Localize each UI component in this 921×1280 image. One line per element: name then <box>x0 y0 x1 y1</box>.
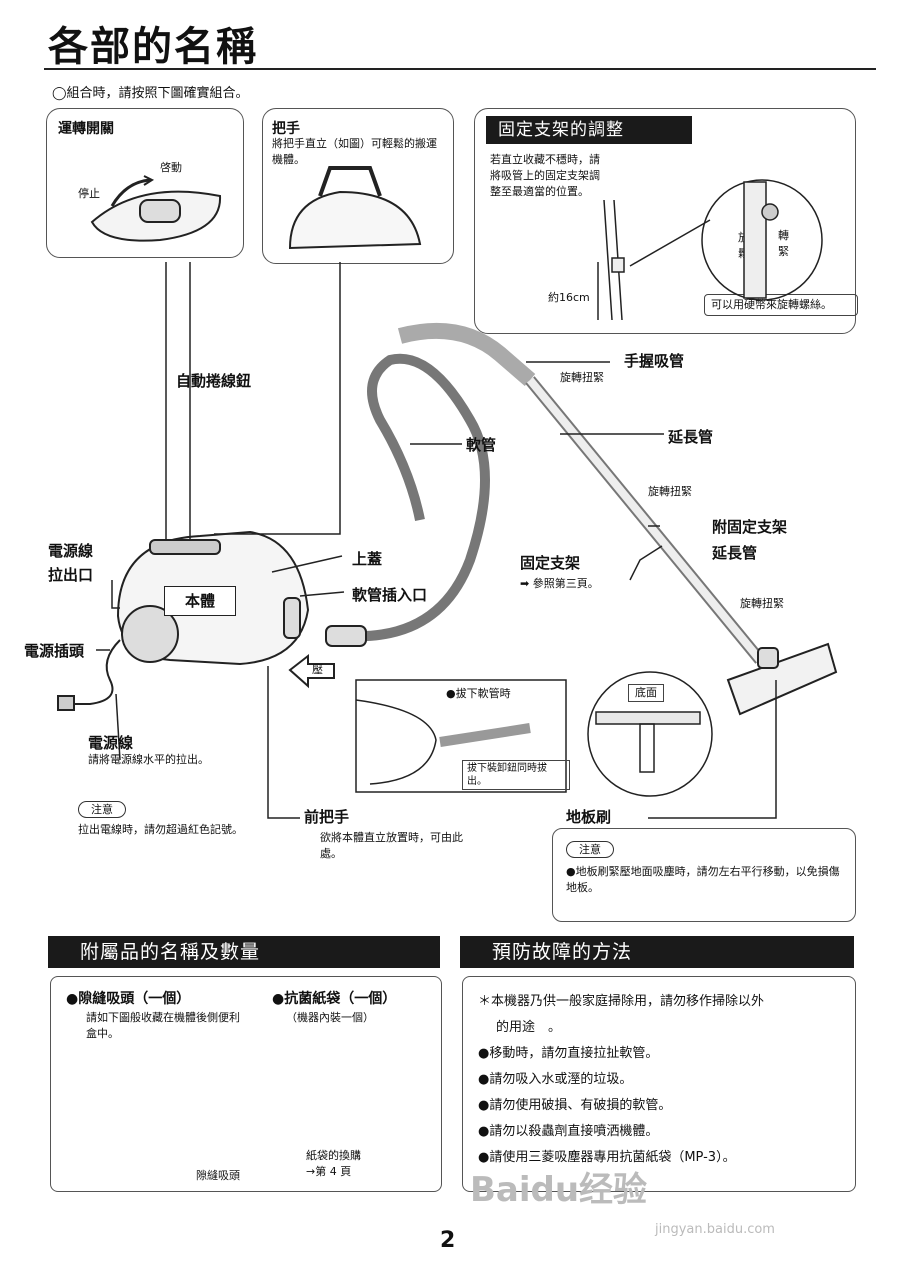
front-handle-hint: 欲將本體直立放置時，可由此處。 <box>320 831 463 860</box>
page-title: 各部的名稱 <box>48 24 258 70</box>
switch-box-title: 運轉開關 <box>58 121 114 137</box>
page-number: 2 <box>440 1228 456 1253</box>
prevention-item-6: ●請使用三菱吸塵器專用抗菌紙袋（MP-3）。 <box>478 1150 736 1165</box>
leader-lines <box>96 262 777 819</box>
baidu-watermark: Baidu经验 <box>470 1170 648 1210</box>
bracket-drawing <box>597 179 823 321</box>
remove-hose-hint: 拔下裝卸鈕同時拔出。 <box>462 760 570 790</box>
ext-bracket-label-2: 延長管 <box>712 544 758 562</box>
twist-label-2: 旋轉扭緊 <box>648 485 692 498</box>
bag-replace-2: →第 4 頁 <box>306 1165 352 1178</box>
brush-note-tag: 注意 <box>566 841 614 858</box>
cord-hint: 請將電源線水平的拉出。 <box>88 753 209 766</box>
twist-label-3: 旋轉扭緊 <box>740 597 784 610</box>
front-handle-label: 前把手 <box>304 808 350 826</box>
cord-note-text: 拉出電線時，請勿超過紅色記號。 <box>78 823 243 836</box>
grip-label: 手握吸管 <box>624 352 685 370</box>
remove-hose-inset <box>355 679 567 793</box>
cord-label: 電源線 <box>88 734 134 752</box>
plug-label: 電源插頭 <box>24 642 85 660</box>
switch-start-label: 啓動 <box>160 161 182 174</box>
switch-drawing <box>90 175 222 242</box>
cord-note-tag: 注意 <box>78 801 126 818</box>
bracket-tighten-label: 轉緊 <box>778 229 789 258</box>
cord-drawing <box>57 639 121 711</box>
cord-outlet-label-2: 拉出口 <box>48 566 94 584</box>
bracket-label: 固定支架 <box>520 554 581 572</box>
body-label: 本體 <box>164 586 236 616</box>
hose-label: 軟管 <box>466 436 497 454</box>
brush-note-box <box>552 828 856 922</box>
bag-title: ●抗菌紙袋（一個） <box>272 991 397 1007</box>
crevice-desc: 請如下圖般收藏在機體後側便利盒中。 <box>86 1011 240 1040</box>
prevention-item-1: 的用途 。 <box>496 1020 562 1035</box>
bracket-box-title: 固定支架的調整 <box>486 116 692 144</box>
switch-stop-label: 停止 <box>78 187 100 200</box>
bag-replace-1: 紙袋的換購 <box>306 1149 361 1162</box>
prevention-item-0: ＊本機器乃供一般家庭掃除用，請勿移作掃除以外 <box>478 994 765 1009</box>
bracket-height-label: 約16cm <box>548 291 590 304</box>
hose-drawing <box>325 322 536 647</box>
accessories-box <box>50 976 442 1192</box>
bracket-box <box>474 108 856 334</box>
prevention-header: 預防故障的方法 <box>460 936 854 968</box>
cord-outlet-label-1: 電源線 <box>48 542 94 560</box>
prevention-item-4: ●請勿使用破損、有破損的軟管。 <box>478 1098 672 1113</box>
bottom-label: 底面 <box>628 684 664 702</box>
bag-desc: （機器內裝一個） <box>286 1011 374 1024</box>
brush-note: 注意 ●地板刷緊壓地面吸塵時，請勿左右平行移動，以免損傷地板。 <box>566 838 846 896</box>
title-rule <box>44 68 876 70</box>
cord-note: 注意 拉出電線時，請勿超過紅色記號。 <box>78 798 258 838</box>
pipe-drawing <box>525 376 838 716</box>
remove-hose-label: ●拔下軟管時 <box>446 687 511 700</box>
top-cover-label: 上蓋 <box>352 550 383 568</box>
ext-bracket-label-1: 附固定支架 <box>712 518 788 536</box>
push-arrow <box>288 653 335 689</box>
crevice-label: 隙縫吸頭 <box>196 1169 240 1182</box>
extension-label: 延長管 <box>668 428 714 446</box>
floor-brush-label: 地板刷 <box>566 808 612 826</box>
push-label: 壓 <box>312 663 323 676</box>
prevention-item-2: ●移動時，請勿直接拉扯軟管。 <box>478 1046 659 1061</box>
crevice-title: ●隙縫吸頭（一個） <box>66 991 191 1007</box>
handle-box-title: 把手 <box>272 121 300 137</box>
bottom-inset <box>587 671 713 797</box>
hose-inlet-label: 軟管插入口 <box>352 586 428 604</box>
bracket-coin-note: 可以用硬幣來旋轉螺絲。 <box>704 294 858 316</box>
bracket-ref: ➡ 參照第三頁。 <box>520 577 599 590</box>
brush-note-text: ●地板刷緊壓地面吸塵時，請勿左右平行移動，以免損傷地板。 <box>566 865 840 894</box>
prevention-item-5: ●請勿以殺蟲劑直接噴洒機體。 <box>478 1124 659 1139</box>
bracket-box-desc: 若直立收藏不穩時，請將吸管上的固定支架調整至最適當的位置。 <box>490 153 600 198</box>
handle-drawing <box>288 166 422 250</box>
intro-text: ◯組合時，請按照下圖確實組合。 <box>52 86 249 101</box>
auto-rewind-label: 自動捲線鈕 <box>176 372 252 390</box>
prevention-item-3: ●請勿吸入水或溼的垃圾。 <box>478 1072 633 1087</box>
prevention-box <box>462 976 856 1192</box>
twist-label-1: 旋轉扭緊 <box>560 371 604 384</box>
baidu-watermark-url: jingyan.baidu.com <box>655 1222 775 1237</box>
handle-box-desc: 將把手直立（如圖）可輕鬆的搬運機體。 <box>272 137 437 166</box>
accessories-header: 附屬品的名稱及數量 <box>48 936 440 968</box>
